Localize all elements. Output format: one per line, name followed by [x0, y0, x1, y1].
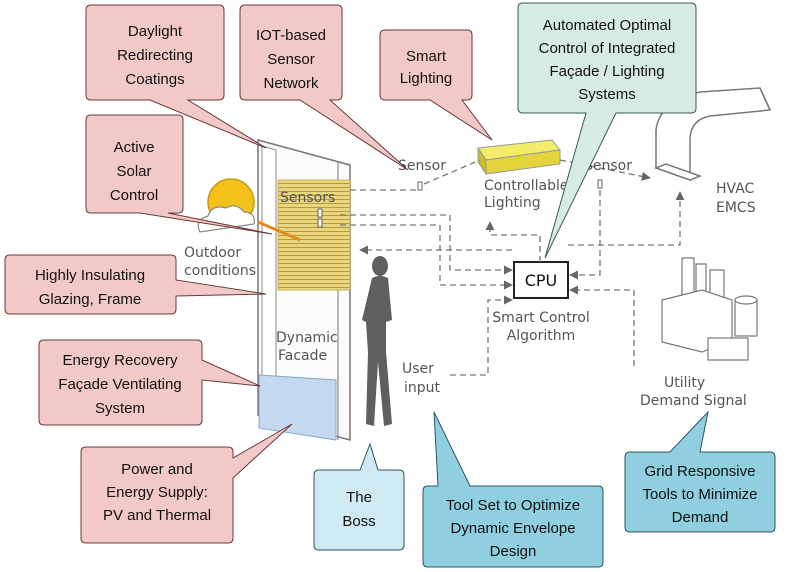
- facade-sensor-icons: [317, 208, 323, 228]
- callout-energy-recovery-line1: Energy Recovery: [62, 352, 178, 369]
- callout-iot-line3: Network: [263, 75, 319, 92]
- callout-grid-line1: Grid Responsive: [645, 463, 756, 480]
- utility-label-1: Utility: [664, 375, 705, 391]
- controllable-label-1: Controllable: [484, 178, 568, 194]
- controllable-label-2: Lighting: [484, 195, 541, 211]
- callout-iot-sensor: IOT-based Sensor Network: [239, 4, 409, 171]
- callout-daylight-line2: Redirecting: [117, 47, 193, 64]
- cloud-icon: [197, 205, 255, 233]
- callout-daylight-line3: Coatings: [125, 71, 184, 88]
- callout-power-line2: Energy Supply:: [106, 484, 208, 501]
- callout-energy-recovery-line2: Façade Ventilating: [58, 376, 181, 393]
- dynamic-facade-label-2: Facade: [278, 348, 327, 364]
- utility-city-icon: [661, 257, 758, 361]
- callout-smart-lighting-line1: Smart: [406, 48, 447, 65]
- sensors-label: Sensors: [280, 190, 335, 206]
- outdoor-label-2: conditions: [184, 263, 256, 279]
- user-input-label-2: input: [404, 380, 441, 396]
- callout-boss-line1: The: [346, 489, 372, 506]
- callout-insulating-line2: Glazing, Frame: [39, 291, 142, 308]
- callout-grid-responsive: Grid Responsive Tools to Minimize Demand: [624, 410, 776, 533]
- dynamic-facade-label-1: Dynamic: [276, 330, 338, 346]
- callout-active-solar-line1: Active: [114, 139, 155, 156]
- algorithm-label-2: Algorithm: [507, 328, 576, 344]
- callout-power-line3: PV and Thermal: [103, 507, 211, 524]
- callout-automated-line3: Façade / Lighting: [549, 63, 664, 80]
- sensor-label-left: Sensor: [398, 158, 446, 174]
- light-fixture-icon: [477, 139, 561, 176]
- callout-iot-line1: IOT-based: [256, 27, 326, 44]
- utility-label-2: Demand Signal: [640, 393, 747, 409]
- callout-daylight-coatings: Daylight Redirecting Coatings: [85, 4, 267, 149]
- user-input-label-1: User: [402, 361, 434, 377]
- callout-energy-recovery: Energy Recovery Façade Ventilating Syste…: [38, 339, 261, 426]
- callout-boss-line2: Boss: [342, 513, 375, 530]
- callout-active-solar-line2: Solar: [116, 163, 151, 180]
- callout-insulating-line1: Highly Insulating: [35, 267, 145, 284]
- callout-the-boss: The Boss: [313, 442, 405, 551]
- hvac-label-1: HVAC: [716, 181, 755, 197]
- callout-power-line1: Power and: [121, 461, 193, 478]
- callout-daylight-line1: Daylight: [128, 23, 183, 40]
- callout-toolset-line3: Design: [490, 543, 537, 560]
- sensor-glyphs: [417, 179, 603, 191]
- callout-toolset-line1: Tool Set to Optimize: [446, 497, 580, 514]
- callout-active-solar-line3: Control: [110, 187, 158, 204]
- algorithm-label-1: Smart Control: [492, 310, 589, 326]
- callout-active-solar: Active Solar Control: [85, 114, 273, 235]
- callout-automated-line1: Automated Optimal: [543, 17, 671, 34]
- person-silhouette: [362, 256, 392, 426]
- cpu-label: CPU: [525, 271, 558, 290]
- callout-smart-lighting-line2: Lighting: [400, 70, 453, 87]
- callout-insulating-glazing: Highly Insulating Glazing, Frame: [4, 254, 267, 315]
- outdoor-label-1: Outdoor: [184, 245, 241, 261]
- callout-tool-set: Tool Set to Optimize Dynamic Envelope De…: [422, 411, 604, 568]
- callout-smart-lighting: Smart Lighting: [379, 29, 493, 141]
- solar-beam: [257, 220, 301, 242]
- callout-iot-line2: Sensor: [267, 51, 315, 68]
- callout-automated-line2: Control of Integrated: [539, 40, 676, 57]
- callout-power-supply: Power and Energy Supply: PV and Thermal: [80, 423, 293, 544]
- callout-grid-line2: Tools to Minimize: [642, 486, 757, 503]
- sensor-label-right: Sensor: [584, 158, 632, 174]
- callout-toolset-line2: Dynamic Envelope: [450, 520, 575, 537]
- callout-automated-line4: Systems: [578, 86, 636, 103]
- callout-grid-line3: Demand: [672, 509, 729, 526]
- callout-energy-recovery-line3: System: [95, 400, 145, 417]
- ventilation-panel: [258, 374, 337, 441]
- hvac-label-2: EMCS: [716, 200, 756, 216]
- callout-automated-control: Automated Optimal Control of Integrated …: [517, 2, 697, 259]
- cpu-box: [513, 261, 569, 299]
